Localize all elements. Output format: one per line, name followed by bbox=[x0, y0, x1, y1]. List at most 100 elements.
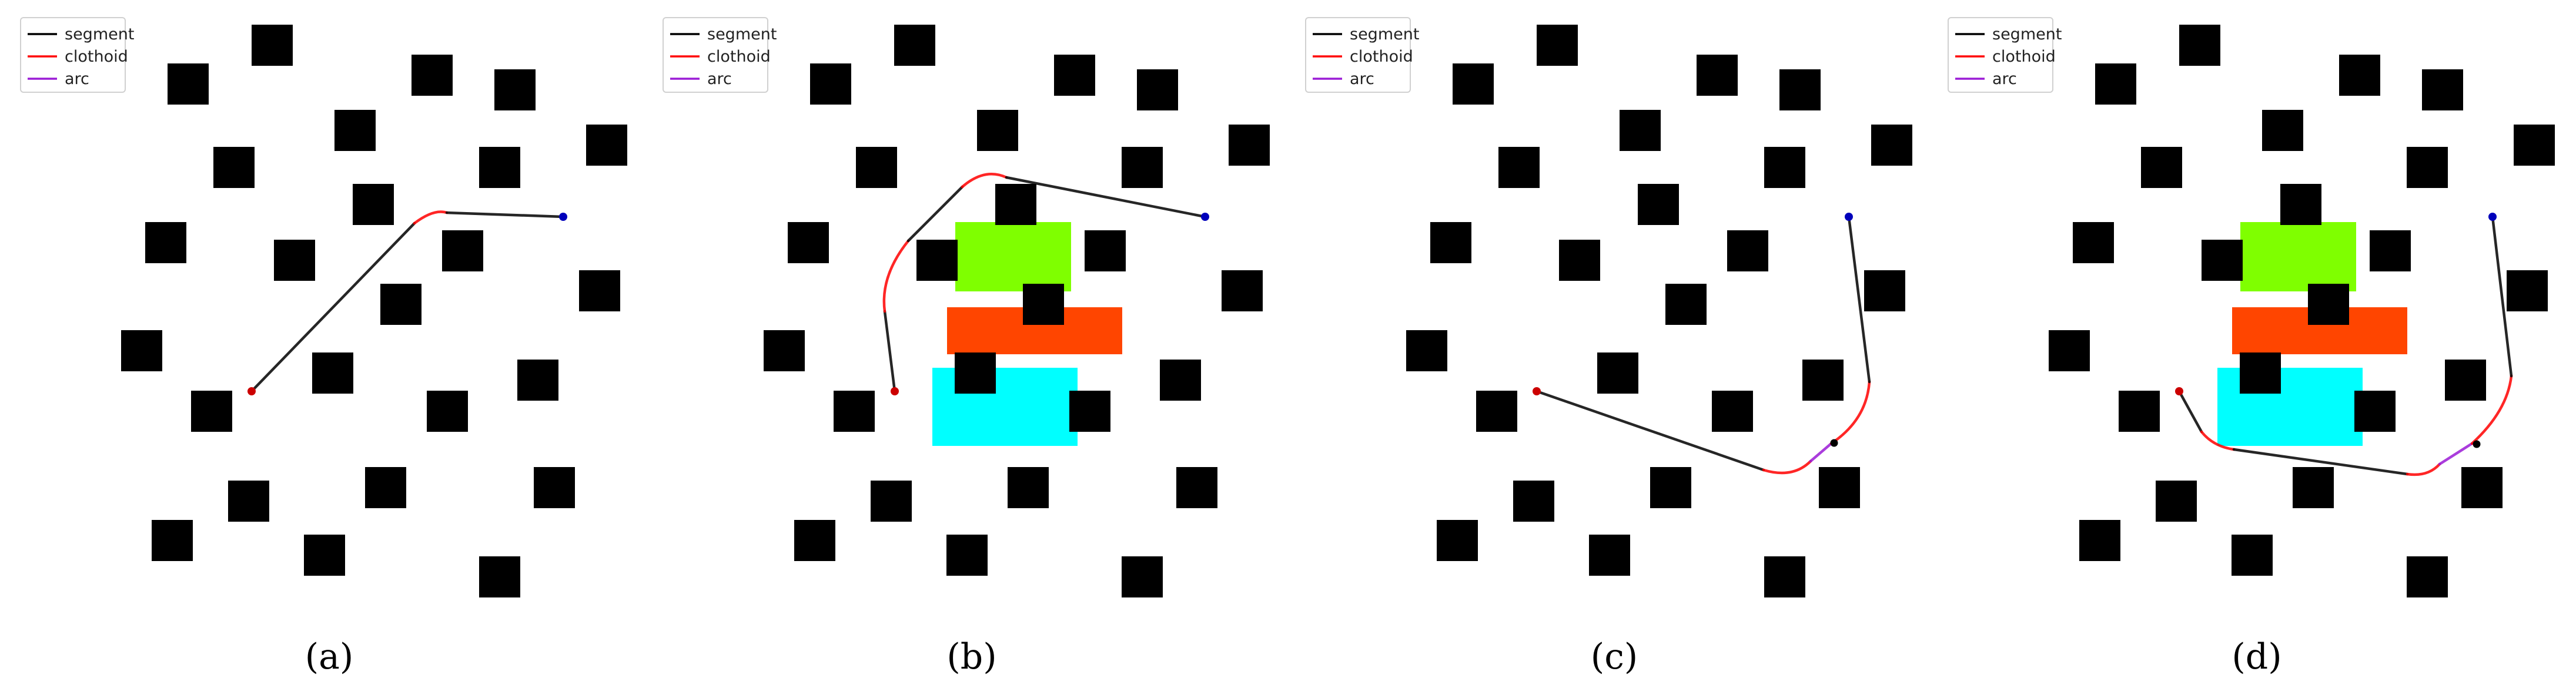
obstacle bbox=[145, 222, 186, 263]
obstacle bbox=[2445, 360, 2486, 401]
obstacle bbox=[1764, 147, 1805, 188]
path-clothoid bbox=[2470, 374, 2513, 445]
legend-label-segment: segment bbox=[1350, 25, 1419, 43]
obstacle bbox=[2079, 520, 2120, 561]
legend-box bbox=[663, 17, 768, 93]
obstacle bbox=[1802, 360, 1844, 401]
obstacle bbox=[1406, 330, 1447, 371]
obstacle bbox=[1160, 360, 1201, 401]
obstacles bbox=[1406, 25, 1912, 597]
obstacle bbox=[312, 352, 353, 394]
legend-label-segment: segment bbox=[707, 25, 777, 43]
obstacle bbox=[1437, 520, 1478, 561]
obstacle bbox=[334, 110, 376, 151]
obstacle bbox=[1597, 352, 1638, 394]
goal-point bbox=[1201, 213, 1209, 221]
path-segment bbox=[883, 310, 896, 393]
obstacle bbox=[1513, 481, 1554, 522]
obstacle bbox=[304, 535, 345, 576]
colored-zones bbox=[2217, 222, 2407, 446]
legend-label-clothoid: clothoid bbox=[65, 48, 128, 66]
obstacle bbox=[2293, 467, 2334, 508]
legend-label-clothoid: clothoid bbox=[1992, 48, 2056, 66]
obstacle bbox=[788, 222, 829, 263]
obstacle bbox=[534, 467, 575, 508]
obstacle bbox=[916, 240, 958, 281]
obstacle bbox=[2202, 240, 2243, 281]
obstacle bbox=[1122, 556, 1163, 597]
obstacle bbox=[946, 535, 988, 576]
obstacle bbox=[1537, 25, 1578, 66]
obstacle bbox=[412, 55, 453, 96]
obstacle bbox=[479, 147, 520, 188]
obstacle bbox=[2240, 352, 2281, 394]
obstacle bbox=[1638, 184, 1679, 225]
obstacle bbox=[2141, 147, 2182, 188]
obstacle bbox=[1023, 284, 1064, 325]
goal-point bbox=[1845, 213, 1853, 221]
obstacle bbox=[856, 147, 897, 188]
obstacle bbox=[1665, 284, 1707, 325]
obstacle bbox=[2422, 69, 2463, 110]
legend-box bbox=[1305, 17, 1411, 93]
obstacle bbox=[380, 284, 421, 325]
obstacle bbox=[191, 391, 232, 432]
obstacle bbox=[2339, 55, 2380, 96]
obstacle bbox=[1779, 69, 1821, 110]
obstacle bbox=[2514, 125, 2555, 166]
obstacle bbox=[2507, 270, 2548, 311]
obstacle bbox=[1476, 391, 1517, 432]
obstacle bbox=[1764, 556, 1805, 597]
obstacle bbox=[1589, 535, 1630, 576]
start-point bbox=[891, 387, 899, 395]
panel-caption-b: (b) bbox=[946, 636, 996, 677]
obstacle bbox=[274, 240, 315, 281]
green-zone bbox=[2240, 222, 2356, 291]
obstacle bbox=[810, 63, 851, 105]
obstacle bbox=[1650, 467, 1691, 508]
obstacle bbox=[1229, 125, 1270, 166]
obstacle bbox=[995, 184, 1036, 225]
path-segment bbox=[2232, 448, 2409, 476]
obstacle bbox=[1054, 55, 1095, 96]
obstacle bbox=[1697, 55, 1738, 96]
obstacle bbox=[2119, 391, 2160, 432]
legend-label-arc: arc bbox=[1350, 70, 1374, 88]
start-point bbox=[1533, 387, 1541, 395]
obstacle bbox=[1069, 391, 1110, 432]
obstacle bbox=[168, 63, 209, 105]
obstacle bbox=[2232, 535, 2273, 576]
path bbox=[247, 210, 567, 395]
path-clothoid bbox=[1829, 380, 1871, 445]
obstacle bbox=[1712, 391, 1753, 432]
obstacle bbox=[1176, 467, 1217, 508]
panel-caption-a: (a) bbox=[305, 636, 354, 677]
obstacle bbox=[365, 467, 406, 508]
obstacle bbox=[1008, 467, 1049, 508]
legend-label-segment: segment bbox=[1992, 25, 2062, 43]
obstacle bbox=[977, 110, 1018, 151]
obstacle bbox=[2407, 147, 2448, 188]
path-arc bbox=[1809, 442, 1833, 463]
obstacle bbox=[586, 125, 627, 166]
start-point bbox=[2175, 387, 2183, 395]
path-clothoid bbox=[413, 210, 449, 225]
path-segment bbox=[445, 211, 565, 219]
obstacle bbox=[955, 352, 996, 394]
obstacle bbox=[1222, 270, 1263, 311]
obstacle bbox=[2073, 222, 2114, 263]
goal-point bbox=[559, 213, 567, 221]
obstacle bbox=[1727, 230, 1768, 271]
obstacle bbox=[479, 556, 520, 597]
obstacle bbox=[2308, 284, 2349, 325]
obstacles bbox=[121, 25, 627, 597]
legend-label-arc: arc bbox=[707, 70, 732, 88]
obstacle bbox=[2354, 391, 2396, 432]
obstacle bbox=[2049, 330, 2090, 371]
